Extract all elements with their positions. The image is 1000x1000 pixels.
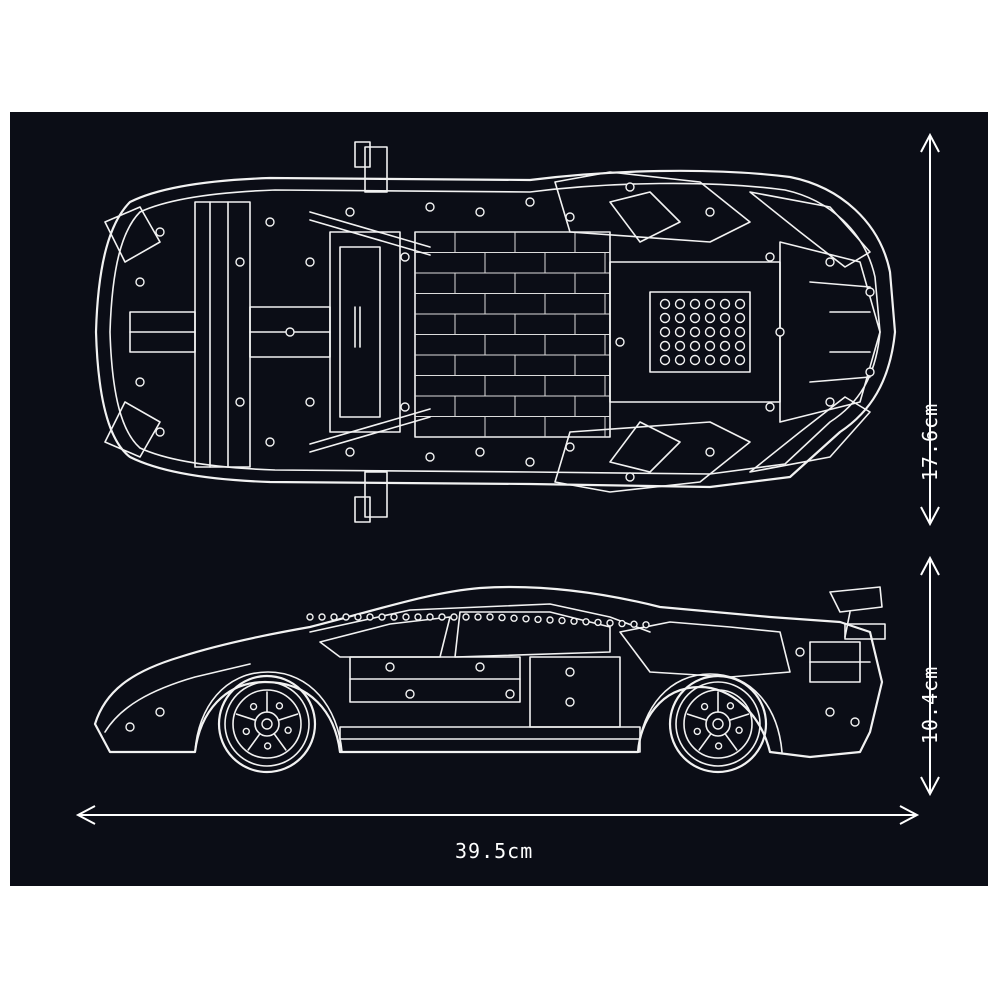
- car-top-view: [94, 141, 897, 523]
- dimension-arrow-height: [920, 555, 940, 797]
- blueprint-canvas: 39.5cm 17.6cm 10.4cm: [10, 112, 988, 886]
- length-label: 39.5cm: [455, 839, 534, 863]
- dimension-arrow-length: [75, 805, 920, 825]
- width-label: 17.6cm: [918, 402, 942, 482]
- dimension-arrow-width: [920, 132, 940, 527]
- blueprint-drawing: [75, 132, 940, 825]
- rear-wheel: [217, 674, 317, 774]
- height-label: 10.4cm: [918, 665, 942, 745]
- car-side-view: [93, 585, 886, 774]
- front-wheel: [668, 674, 768, 774]
